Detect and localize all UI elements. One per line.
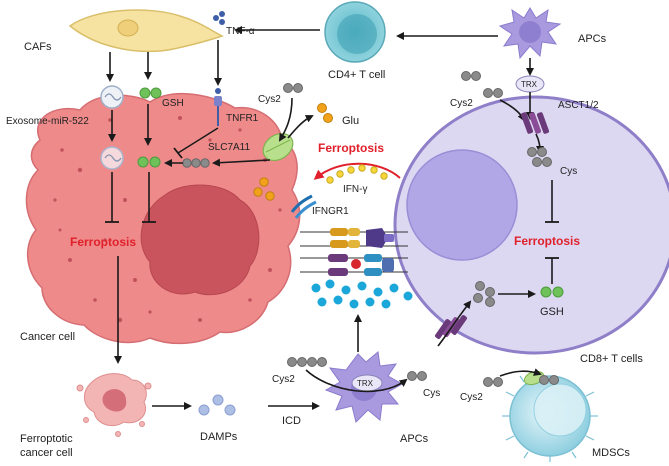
mdscs-label: MDSCs [592,447,630,459]
cys2-mdsc-label: Cys2 [460,392,483,403]
cys2-right-label: Cys2 [450,98,473,109]
gsh-molecules-top [139,87,162,99]
exosome-label: Exosome-miR-522 [6,116,89,127]
cancer-cell [25,92,301,345]
cd4-t-cell [324,1,386,63]
tnfr1-label: TNFR1 [226,113,259,124]
mdsc-cell [502,375,598,462]
gsh-molecules-inside [137,156,161,168]
cys-right-molecules [527,147,552,167]
ferroptosis-center-label: Ferroptosis [318,141,384,155]
ifn-gamma-label: IFN-γ [343,184,367,195]
gsh-top-label: GSH [162,98,184,109]
cd8-t-cell [393,95,669,355]
ferroptotic-label-line2: cancer cell [20,447,73,459]
tnfr1-receptor-icon [214,88,222,126]
icd-label: ICD [282,415,301,427]
tnf-alpha-label: TNF-α [226,26,255,37]
ferroptotic-label-line1: Ferroptotic [20,433,73,445]
svg-text:TRX: TRX [357,379,374,388]
cd8-nucleus [406,149,518,261]
cys-bottom-label: Cys [423,388,440,399]
ifngr1-label: IFNGR1 [312,206,349,217]
cancer-cell-label: Cancer cell [20,331,75,343]
cafs-label: CAFs [24,41,52,53]
cys2-bottom-molecules [287,357,327,367]
ferroptosis-right-label: Ferroptosis [514,234,580,248]
cys2-inside-molecules [182,158,210,168]
tcr-mhc-complex-lower [300,254,408,276]
cys2-mdsc-molecules [483,375,559,387]
tnf-alpha-icon [213,11,225,25]
damps-label: DAMPs [200,431,238,443]
trx-bottom-badge: TRX [351,374,383,392]
svg-text:TRX: TRX [521,80,538,89]
gsh-right-molecules [540,286,564,298]
glu-molecules [317,103,333,123]
apcs-bottom-label: APCs [400,433,429,445]
cys2-right-molecules [461,71,503,98]
asct-label: ASCT1/2 [558,100,599,111]
cancer-nucleus [140,184,260,296]
apcs-top-label: APCs [578,33,607,45]
ifngr1-receptor-icon [290,194,317,219]
caf-cell [68,9,224,53]
cys-right-label: Cys [560,166,577,177]
ferroptotic-cancer-cell [76,373,152,437]
apc-top-cell [498,7,562,60]
ferroptosis-left-label: Ferroptosis [70,235,136,249]
cys-bottom-molecules [407,371,427,381]
cys2-bottom-label: Cys2 [272,374,295,385]
cytokine-particles [311,279,413,309]
cancer-granules [53,116,282,323]
cys2-top-molecules [283,83,303,93]
glu-inside-molecules [253,177,275,201]
cd4-t-cell-label: CD4+ T cell [328,69,385,81]
asct-transporter-icon [520,112,550,134]
glu-label: Glu [342,115,359,127]
cys2-top-label: Cys2 [258,94,281,105]
damps-particles [198,394,236,416]
exosome-icon [100,85,124,109]
gsh-right-label: GSH [540,306,564,318]
trx-top-badge: TRX [515,75,545,93]
cd8-t-cells-label: CD8+ T cells [580,353,643,365]
ifn-gamma-molecules [326,164,388,184]
exosome-inside-icon [100,146,124,170]
cys-inside-cd8-molecules [473,281,495,307]
tcr-mhc-complex-upper [300,228,408,248]
slc7a11-label: SLC7A11 [208,142,251,153]
